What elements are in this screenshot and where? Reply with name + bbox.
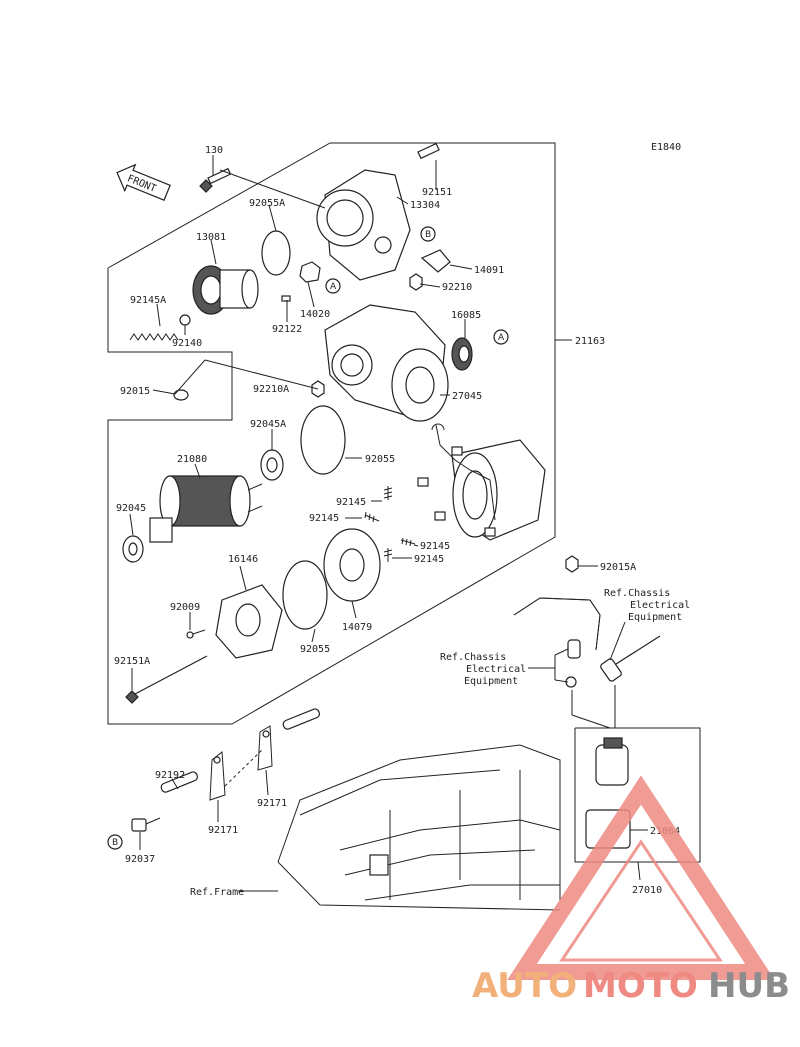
- svg-text:Ref.Chassis: Ref.Chassis: [604, 588, 670, 599]
- screw-92151: [417, 142, 440, 182]
- label-92009: 92009: [170, 602, 200, 613]
- callout-B1: B: [420, 226, 436, 242]
- bearing-92045: [122, 535, 144, 563]
- label-92151A: 92151A: [114, 656, 150, 667]
- label-14079: 14079: [342, 622, 372, 633]
- ref-frame: Ref.Frame: [190, 887, 244, 898]
- label-92015A: 92015A: [600, 562, 636, 573]
- clamp-92171-b: [257, 725, 273, 771]
- label-27010: 27010: [632, 885, 662, 896]
- svg-text:Equipment: Equipment: [464, 676, 518, 687]
- ball-92140: [179, 314, 191, 326]
- gear-16085: [451, 337, 473, 371]
- clip-92037: [131, 817, 161, 832]
- label-92192: 92192: [155, 770, 185, 781]
- label-92210: 92210: [442, 282, 472, 293]
- frame: [277, 744, 561, 911]
- svg-text:HUB: HUB: [708, 966, 790, 1006]
- washer-92015: [173, 389, 189, 401]
- label-92140: 92140: [172, 338, 202, 349]
- label-21163: 21163: [575, 336, 605, 347]
- leader-lines: [129, 169, 648, 892]
- coupling-14020: [299, 261, 321, 283]
- clamp-92171-a: [209, 751, 226, 801]
- spring-92145-a: [383, 486, 393, 500]
- svg-text:Electrical: Electrical: [630, 600, 690, 611]
- callout-B2: B: [107, 834, 123, 850]
- ref-chassis-left: Ref.Chassis Electrical Equipment: [440, 652, 526, 687]
- assembly-outline: [107, 142, 556, 725]
- gear-housing: [324, 304, 449, 422]
- armature-21080: [149, 475, 263, 543]
- label-92145-b: 92145: [309, 513, 339, 524]
- label-92171-a: 92171: [208, 825, 238, 836]
- brush-plate-14079: [323, 528, 381, 602]
- svg-text:Electrical: Electrical: [466, 664, 526, 675]
- svg-text:B: B: [112, 838, 118, 848]
- relay-outline: [574, 727, 701, 863]
- o-ring-92055-upper: [300, 405, 346, 475]
- motor-yoke: [417, 423, 546, 541]
- label-92055-lower: 92055: [300, 644, 330, 655]
- spring-92145-d: [383, 548, 393, 562]
- svg-text:B: B: [425, 230, 431, 240]
- ref-chassis-right: Ref.Chassis Electrical Equipment: [604, 588, 690, 623]
- svg-text:A: A: [498, 333, 505, 343]
- label-92145-c: 92145: [420, 541, 450, 552]
- svg-text:Equipment: Equipment: [628, 612, 682, 623]
- spring-92145-b: [364, 511, 380, 523]
- label-130: 130: [205, 145, 223, 156]
- watermark-logo: [507, 775, 775, 980]
- label-92045A: 92045A: [250, 419, 286, 430]
- nut-92015A: [565, 555, 579, 573]
- label-21080: 21080: [177, 454, 207, 465]
- callout-A1: A: [325, 278, 341, 294]
- svg-text:A: A: [330, 282, 337, 292]
- svg-text:Ref.Chassis: Ref.Chassis: [440, 652, 506, 663]
- bolt-92151A: [125, 655, 208, 704]
- label-92037: 92037: [125, 854, 155, 865]
- label-92145-d: 92145: [414, 554, 444, 565]
- label-13304: 13304: [410, 200, 440, 211]
- o-ring-92055-lower: [282, 560, 328, 630]
- end-cover-13304: [316, 169, 411, 281]
- gear-13081: [192, 265, 259, 315]
- label-92171-b: 92171: [257, 798, 287, 809]
- label-92015: 92015: [120, 386, 150, 397]
- pin-92122: [281, 295, 291, 302]
- label-92151: 92151: [422, 187, 452, 198]
- screw-92009: [186, 629, 206, 639]
- spring-92145-c: [400, 537, 416, 547]
- svg-text:AUTO: AUTO: [472, 966, 577, 1006]
- label-92145-a: 92145: [336, 497, 366, 508]
- label-92055-upper: 92055: [365, 454, 395, 465]
- diagram-code: E1840: [651, 142, 681, 153]
- label-92045: 92045: [116, 503, 146, 514]
- label-16085: 16085: [451, 310, 481, 321]
- o-ring-92055A: [261, 230, 291, 276]
- front-arrow-icon: FRONT: [116, 163, 171, 201]
- cap-14091: [420, 249, 451, 273]
- watermark-text: AUTO MOTO HUB: [472, 966, 790, 1006]
- pin-92192: [160, 708, 320, 793]
- bearing-92045A: [260, 449, 284, 481]
- spring-92145A: [129, 333, 179, 341]
- label-92210A: 92210A: [253, 384, 289, 395]
- label-92145A: 92145A: [130, 295, 166, 306]
- label-13081: 13081: [196, 232, 226, 243]
- callout-A2: A: [493, 329, 509, 345]
- label-14020: 14020: [300, 309, 330, 320]
- label-27045: 27045: [452, 391, 482, 402]
- nut-92210: [409, 273, 423, 291]
- end-cover-16146: [215, 584, 283, 659]
- bolt-130: [199, 155, 232, 193]
- svg-text:MOTO: MOTO: [583, 966, 698, 1006]
- label-92122: 92122: [272, 324, 302, 335]
- label-14091: 14091: [474, 265, 504, 276]
- label-92055A: 92055A: [249, 198, 285, 209]
- label-16146: 16146: [228, 554, 258, 565]
